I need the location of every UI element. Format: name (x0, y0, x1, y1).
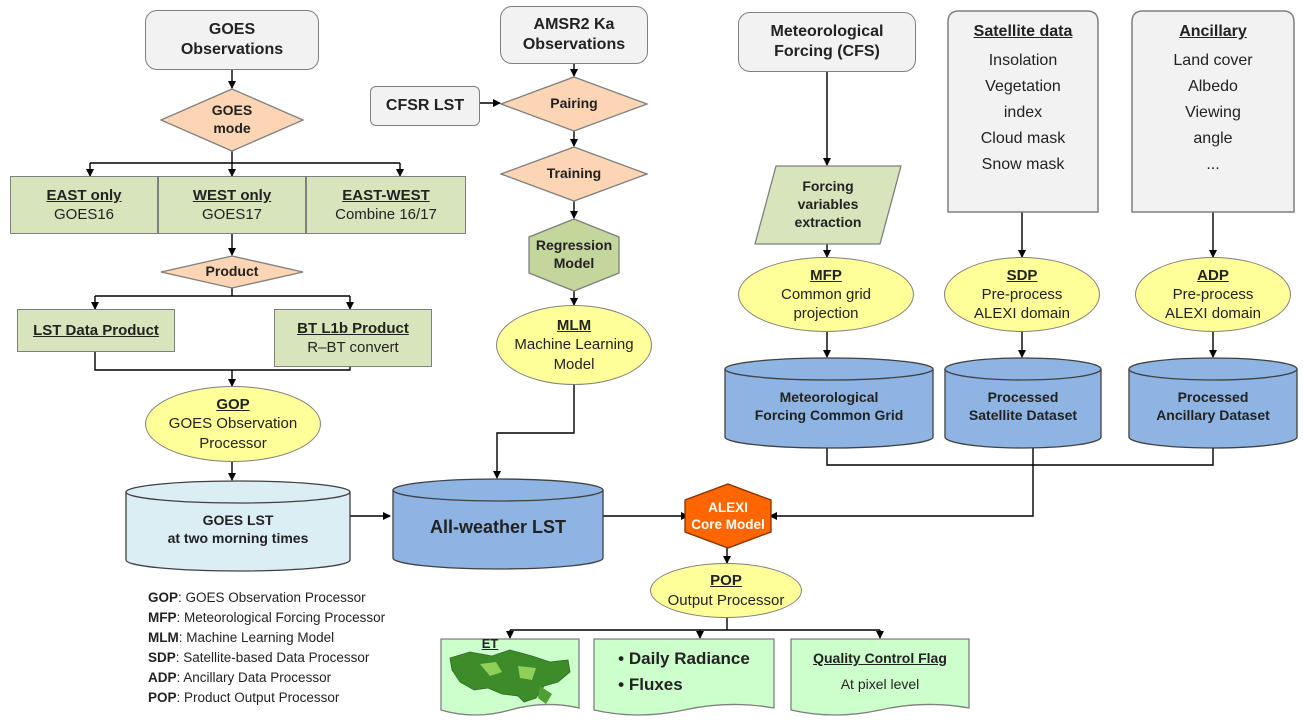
qc-output-shape (790, 638, 970, 716)
legend-code: MLM (148, 630, 179, 645)
legend-item: MFP: Meteorological Forcing Processor (148, 608, 385, 628)
lst-data-product-box: LST Data Product (17, 309, 175, 352)
bt-l1b-product-box: BT L1b Product R–BT convert (274, 309, 432, 367)
mfp-line: Common grid (780, 285, 872, 303)
legend-code: SDP (148, 650, 176, 665)
goes-lst-cylinder (125, 480, 351, 572)
gop-line: GOES Observation (168, 415, 298, 433)
mfp-ellipse: MFP Common grid projection (738, 257, 914, 332)
mlm-line: Model (553, 355, 595, 373)
legend-code: ADP (148, 670, 177, 685)
gop-line: Processor (199, 434, 267, 452)
cfsr-lst-box: CFSR LST (370, 86, 480, 126)
east-west-title: EAST-WEST (342, 186, 430, 204)
cfsr-lst-label: CFSR LST (385, 96, 465, 114)
product-diamond (160, 255, 304, 289)
satellite-dataset-cylinder (944, 357, 1102, 449)
west-only-sub: GOES17 (201, 206, 263, 223)
amsr2-obs-line1: AMSR2 Ka (533, 15, 615, 33)
ancillary-shape (1131, 10, 1295, 213)
legend-desc: : Product Output Processor (176, 690, 340, 705)
east-west-box: EAST-WEST Combine 16/17 (306, 176, 466, 234)
east-west-sub: Combine 16/17 (335, 206, 437, 223)
legend-desc: : Machine Learning Model (178, 630, 335, 645)
pop-code: POP (710, 572, 742, 590)
legend-item: GOP: GOES Observation Processor (148, 588, 385, 608)
legend-item: MLM: Machine Learning Model (148, 628, 385, 648)
east-only-sub: GOES16 (53, 206, 115, 223)
legend-desc: : Meteorological Forcing Processor (176, 610, 386, 625)
west-only-title: WEST only (192, 186, 272, 204)
amsr2-obs-line2: Observations (522, 36, 626, 53)
met-forcing-line2: Forcing (CFS) (774, 43, 880, 60)
west-only-box: WEST only GOES17 (158, 176, 306, 234)
adp-line: ALEXI domain (1165, 305, 1261, 323)
met-forcing-line1: Meteorological (770, 22, 884, 40)
mfp-line: projection (793, 305, 859, 323)
legend-item: SDP: Satellite-based Data Processor (148, 648, 385, 668)
et-output-shape (440, 638, 580, 716)
sdp-line: ALEXI domain (974, 305, 1070, 323)
bt-l1b-product-sub: R–BT convert (307, 339, 399, 356)
amsr2-observations-box: AMSR2 Ka Observations (500, 6, 648, 64)
sdp-code: SDP (1006, 266, 1038, 284)
legend-item: ADP: Ancillary Data Processor (148, 668, 385, 688)
regression-model-hexagon (528, 218, 620, 292)
mlm-line: Machine Learning (514, 336, 634, 354)
meteorological-forcing-box: Meteorological Forcing (CFS) (738, 12, 916, 72)
legend-code: POP (148, 690, 177, 705)
gop-ellipse: GOP GOES Observation Processor (145, 386, 321, 462)
radiance-output-shape (593, 638, 775, 716)
alexi-core-model-hexagon (684, 483, 772, 549)
legend-desc: : GOES Observation Processor (178, 590, 366, 605)
adp-code: ADP (1197, 266, 1229, 284)
sdp-ellipse: SDP Pre-process ALEXI domain (944, 257, 1100, 332)
all-weather-lst-cylinder (392, 478, 604, 570)
pop-ellipse: POP Output Processor (650, 563, 802, 618)
legend-code: MFP (148, 610, 177, 625)
goes-observations-box: GOES Observations (145, 10, 319, 70)
training-diamond (500, 146, 648, 202)
goes-obs-line1: GOES (208, 20, 256, 38)
sdp-line: Pre-process (981, 285, 1063, 303)
east-only-title: EAST only (46, 186, 122, 204)
goes-obs-line2: Observations (180, 41, 284, 58)
north-america-map-icon (449, 649, 571, 704)
pairing-diamond (500, 76, 648, 132)
mfp-code: MFP (810, 266, 842, 284)
gop-code: GOP (216, 396, 250, 414)
ancillary-dataset-cylinder (1128, 357, 1298, 449)
mlm-ellipse: MLM Machine Learning Model (496, 305, 652, 385)
met-forcing-grid-cylinder (724, 357, 934, 449)
legend: GOP: GOES Observation Processor MFP: Met… (148, 588, 385, 708)
legend-item: POP: Product Output Processor (148, 688, 385, 708)
forcing-extraction-shape (754, 165, 902, 245)
satellite-data-shape (947, 10, 1099, 213)
legend-code: GOP (148, 590, 179, 605)
lst-data-product-title: LST Data Product (33, 321, 159, 339)
mlm-code: MLM (556, 317, 592, 335)
pop-line: Output Processor (667, 591, 785, 609)
adp-line: Pre-process (1172, 285, 1254, 303)
legend-desc: : Satellite-based Data Processor (175, 650, 370, 665)
goes-mode-diamond (160, 88, 304, 152)
adp-ellipse: ADP Pre-process ALEXI domain (1135, 257, 1291, 332)
bt-l1b-product-title: BT L1b Product (297, 319, 409, 337)
east-only-box: EAST only GOES16 (10, 176, 158, 234)
legend-desc: : Ancillary Data Processor (176, 670, 332, 685)
